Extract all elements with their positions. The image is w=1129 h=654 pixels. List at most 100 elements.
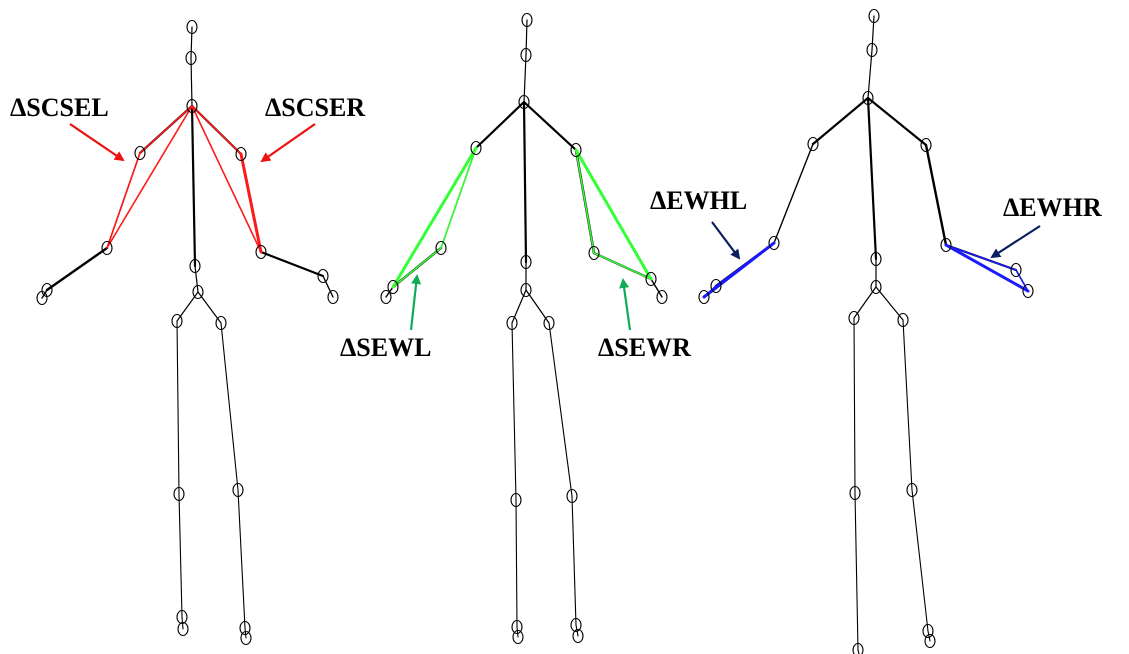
label-delta-scsel: ΔSCSEL (10, 93, 109, 122)
bone-wrR-haR (322, 275, 334, 298)
triangle-edge-shR-elR (239, 152, 263, 254)
joint-shR (920, 137, 932, 153)
bone-hipL-knL (511, 322, 517, 501)
joint-wrL (387, 279, 399, 295)
joint-hip (192, 284, 204, 300)
skeleton-joints (36, 19, 339, 646)
bone-shL-elL (773, 143, 814, 244)
bone-knR-anR (237, 489, 246, 629)
bone-hipL-knL (176, 320, 180, 495)
bone-hipR-knR (548, 322, 573, 497)
joint-wrR (1010, 262, 1022, 278)
figure-scse (36, 19, 339, 646)
joint-knR (906, 482, 918, 498)
joint-hipL (848, 310, 860, 326)
joint-haL (36, 290, 48, 306)
joint-haR (1022, 283, 1034, 299)
label-delta-ewhl: ΔEWHL (650, 186, 748, 215)
joint-shR (235, 146, 247, 162)
joint-knR (566, 488, 578, 504)
bone-spineS-shL (811, 96, 870, 146)
joint-hipR (897, 312, 909, 328)
bone-head-neck (871, 15, 875, 51)
joint-wrL (710, 278, 722, 294)
label-delta-sewl: ΔSEWL (340, 333, 432, 362)
bone-elR-wrR (259, 250, 325, 278)
joint-neck (185, 50, 197, 66)
bone-hip-hipR (197, 291, 222, 324)
joint-neck (866, 42, 878, 58)
joint-spineS (518, 94, 530, 110)
bone-hip-hipR (875, 286, 904, 321)
figure-ewh (698, 8, 1034, 654)
bone-neck-spineS (190, 57, 193, 107)
bone-knL-anL (178, 493, 183, 618)
arrow-sewl (409, 274, 422, 331)
joint-hip (870, 279, 882, 295)
joint-head (868, 8, 880, 24)
bone-spineS-spineM (866, 96, 878, 261)
joint-elR (588, 245, 600, 261)
joint-spineM (520, 254, 532, 270)
joint-knL (510, 492, 522, 508)
joint-ftR (240, 630, 252, 646)
bone-hip-hipR (525, 289, 550, 324)
annotation-arrows (69, 123, 1041, 331)
joint-shL (807, 136, 819, 152)
label-delta-ewhr: ΔEWHR (1003, 193, 1102, 222)
joint-shL (470, 140, 482, 156)
joint-elL (435, 240, 447, 256)
bone-spineS-shR (866, 96, 928, 147)
joint-spineM (189, 258, 201, 274)
bone-knR-anR (911, 489, 929, 632)
triangle-edge-elR-haR (944, 243, 1030, 293)
skeleton-bones (385, 19, 663, 638)
bone-anL-ftL (516, 626, 519, 638)
bone-anL-ftL (857, 649, 860, 654)
joint-haR (327, 289, 339, 305)
bone-anR-ftR (927, 630, 931, 642)
joint-haR (656, 289, 668, 305)
arrow-sewr (619, 278, 632, 331)
joint-anL (852, 642, 864, 654)
label-delta-sewr: ΔSEWR (598, 333, 691, 362)
joint-knR (232, 482, 244, 498)
bone-anR-ftR (575, 624, 579, 637)
bone-knR-anR (571, 495, 577, 626)
skeleton-joints (380, 12, 668, 645)
bone-knL-anL (854, 492, 859, 651)
bone-neck-spineS (867, 49, 873, 99)
bone-spineS-shR (522, 100, 578, 152)
joint-ftR (924, 633, 936, 649)
joint-anL (176, 609, 188, 625)
joint-ftR (572, 628, 584, 644)
joint-elL (768, 235, 780, 251)
joint-hipL (171, 313, 183, 329)
bone-shR-elR (924, 143, 948, 247)
bone-spineS-spineM (190, 104, 197, 268)
joint-hipL (506, 315, 518, 331)
figure-sew (380, 12, 668, 645)
bone-hipL-knL (853, 317, 856, 494)
triangle-edge-shL-wrL (391, 146, 478, 289)
joint-haL (698, 289, 710, 305)
bone-elL-wrL (45, 246, 109, 292)
arrow-ewhl (711, 221, 741, 260)
joint-anR (239, 620, 251, 636)
bone-knL-anL (515, 499, 518, 628)
joint-anR (922, 623, 934, 639)
bone-wrR-haR (650, 278, 663, 298)
joint-neck (520, 47, 532, 63)
bone-head-neck (525, 19, 528, 56)
joint-elR (940, 237, 952, 253)
bone-spineS-spineM (522, 100, 528, 264)
joint-head (521, 12, 533, 28)
joint-knL (849, 485, 861, 501)
joint-anL (511, 619, 523, 635)
bone-hipR-knR (902, 319, 913, 491)
joint-knL (173, 486, 185, 502)
highlight-triangles-scse (106, 105, 263, 254)
joint-anR (570, 617, 582, 633)
bone-neck-spineS (523, 54, 527, 103)
